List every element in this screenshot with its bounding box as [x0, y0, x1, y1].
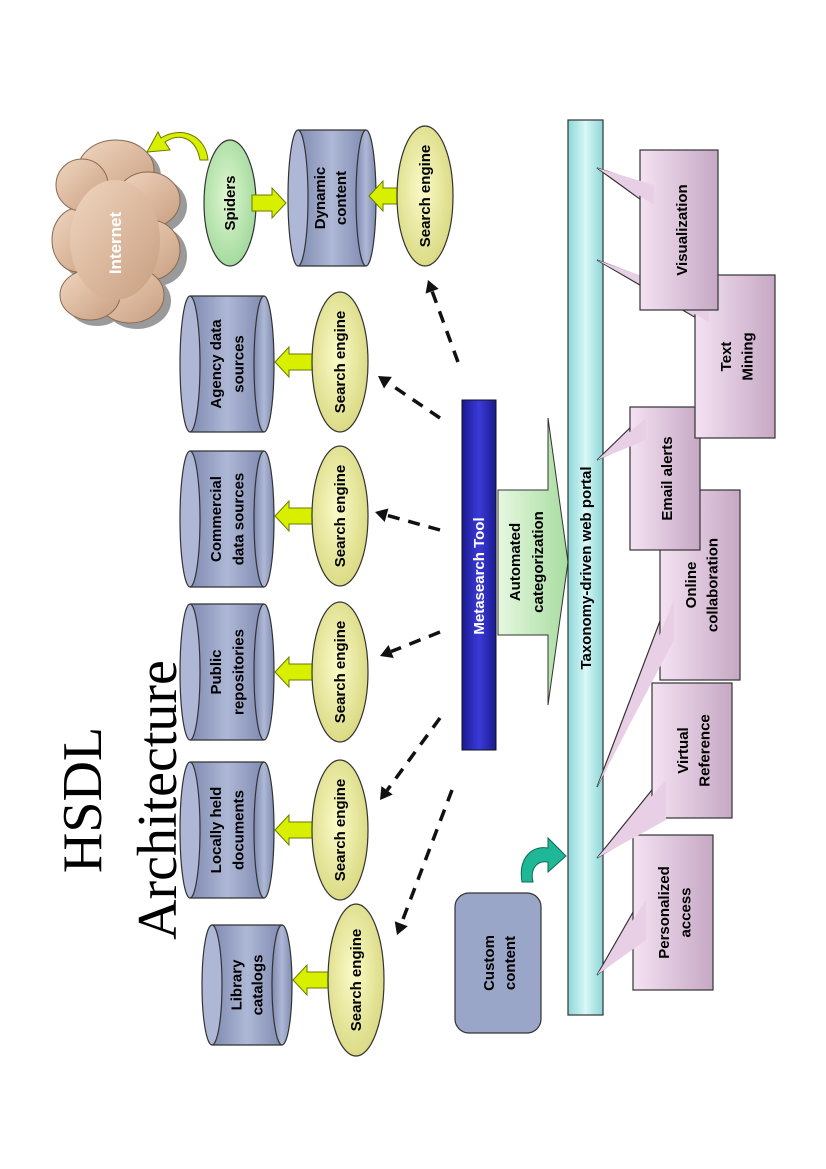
internet-cloud: Internet — [51, 139, 187, 329]
source-cylinder — [179, 450, 275, 588]
dashed-arrow — [386, 513, 441, 532]
arrow-se-to-dynamic — [368, 179, 399, 213]
metasearch-tool-bar — [461, 399, 497, 751]
portal-callout: Online collaboration — [596, 489, 741, 788]
source-cylinder — [179, 603, 275, 741]
portal-callout: Visualization — [596, 149, 719, 311]
dynamic-content-cylinder — [287, 129, 377, 267]
custom-content-box — [454, 892, 542, 1034]
title-line1: HSDL — [52, 727, 114, 873]
callout-label-line2: access — [678, 887, 695, 937]
taxonomy-portal-bar — [567, 119, 604, 1016]
source-group: Locally held documents Search engine — [179, 759, 369, 901]
search-engine-label: Search engine — [332, 311, 349, 414]
source-label-line1: Locally held — [208, 787, 225, 874]
categorization-line2: categorization — [530, 511, 547, 613]
dashed-arrow — [386, 381, 441, 420]
dashed-arrow-head — [380, 645, 394, 659]
taxonomy-portal-label: Taxonomy-driven web portal — [578, 466, 595, 669]
portal-callout: Email alerts — [596, 406, 701, 551]
custom-content-line2: content — [502, 936, 519, 990]
callout-label-line1: Text — [718, 342, 735, 372]
search-engine-node — [311, 759, 369, 901]
source-label-line1: Commercial — [208, 476, 225, 562]
arrow-se-to-source — [274, 345, 313, 379]
dashed-arrow — [385, 716, 442, 792]
search-engine-label: Search engine — [332, 465, 349, 568]
search-engine-dynamic — [396, 125, 454, 267]
custom-content-line1: Custom — [481, 935, 498, 991]
search-engine-node — [327, 903, 385, 1057]
arrow-se-to-source — [292, 963, 329, 997]
internet-label: Internet — [106, 211, 125, 274]
arrow-spiders-to-dynamic — [251, 186, 287, 220]
dashed-arrow-head — [378, 376, 392, 389]
source-cylinder — [179, 761, 275, 899]
title-line2: Architecture — [127, 660, 189, 940]
dashed-arrow-head — [380, 786, 393, 800]
callout-label-line2: Reference — [697, 714, 714, 787]
dashed-arrow-head — [394, 921, 408, 935]
automated-categorization-arrow — [497, 417, 569, 706]
source-group: Commercial data sources Search engine — [179, 445, 369, 588]
source-label-line1: Library — [228, 959, 245, 1011]
portal-callout: Virtual Reference — [596, 682, 733, 859]
spiders-curved-arrow — [146, 130, 209, 161]
source-label-line2: catalogs — [249, 955, 266, 1016]
arrow-se-to-source — [274, 655, 313, 689]
dynamic-content-line2: content — [333, 171, 350, 225]
metasearch-tool-label: Metasearch Tool — [471, 517, 488, 634]
callout-label-line1: Virtual — [675, 727, 692, 773]
custom-content-curved-arrow — [520, 836, 567, 883]
arrow-se-to-source — [274, 813, 313, 847]
callout-label-line2: Mining — [740, 332, 757, 380]
source-label-line2: documents — [230, 790, 247, 870]
search-engine-label: Search engine — [332, 621, 349, 724]
categorization-line1: Automated — [507, 523, 524, 601]
dynamic-content-line1: Dynamic — [312, 167, 329, 230]
callout-label-line1: Online — [683, 562, 700, 609]
dashed-arrow-head — [425, 280, 439, 294]
search-engine-dynamic-label: Search engine — [417, 145, 434, 248]
source-group: Public repositories Search engine — [179, 601, 369, 743]
dashed-arrow — [399, 789, 454, 925]
search-engine-label: Search engine — [348, 929, 365, 1032]
source-label-line2: data sources — [230, 473, 247, 566]
arrow-se-to-source — [274, 499, 313, 533]
callout-label-line1: Email alerts — [659, 436, 676, 520]
metasearch-dashed-arrows — [375, 280, 460, 935]
callout-label-line1: Personalized — [656, 866, 673, 959]
dashed-arrow-head — [375, 508, 389, 522]
source-cylinder — [179, 295, 275, 433]
portal-callout: Personalized access — [596, 834, 714, 991]
callout-label-line2: collaboration — [705, 538, 722, 632]
search-engine-label: Search engine — [332, 779, 349, 882]
search-engine-node — [311, 601, 369, 743]
source-cylinder — [201, 924, 293, 1046]
dashed-arrow — [430, 290, 460, 363]
source-label-line2: sources — [230, 335, 247, 393]
source-label-line1: Agency data — [208, 319, 225, 409]
source-label-line1: Public — [208, 649, 225, 694]
source-label-line2: repositories — [230, 629, 247, 715]
search-engine-node — [311, 291, 369, 433]
search-engine-node — [311, 445, 369, 587]
spiders-label: Spiders — [222, 175, 239, 230]
callout-label-line1: Visualization — [674, 184, 691, 275]
source-group: Agency data sources Search engine — [179, 291, 369, 433]
dashed-arrow — [390, 630, 441, 654]
